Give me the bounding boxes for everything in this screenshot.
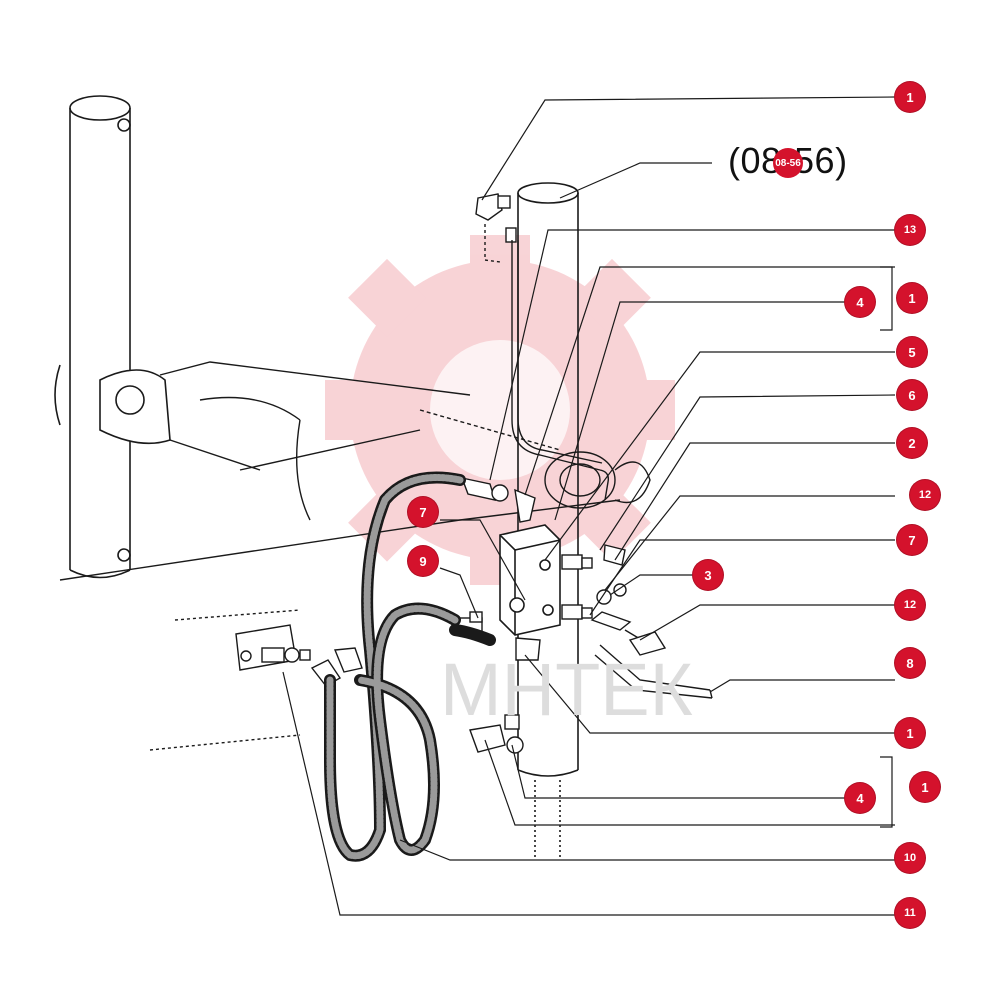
braided-hoses [324,471,496,862]
callout-6[interactable]: 6 [897,380,927,410]
boom-arm [59,361,621,751]
valve-block [499,524,561,636]
leader-lines [282,96,896,916]
callout-10[interactable]: 10 [895,843,925,873]
reference-badge[interactable]: 08-56 [773,148,803,178]
left-support-post [54,95,171,579]
callout-8[interactable]: 8 [895,648,925,678]
watermark-text: МНТЕК [440,648,693,731]
callout-1-top[interactable]: 1 [895,82,925,112]
callout-11[interactable]: 11 [895,898,925,928]
callout-1-middle[interactable]: 1 [895,718,925,748]
callout-7-right[interactable]: 7 [897,525,927,555]
accumulator-cylinder [544,451,651,509]
callout-2[interactable]: 2 [897,428,927,458]
callout-1-upper-bracket[interactable]: 1 [897,283,927,313]
callout-13[interactable]: 13 [895,215,925,245]
callout-3[interactable]: 3 [693,560,723,590]
callout-4-lower[interactable]: 4 [845,783,875,813]
callout-5[interactable]: 5 [897,337,927,367]
callout-7-left[interactable]: 7 [408,497,438,527]
callout-4-upper[interactable]: 4 [845,287,875,317]
callout-12-upper[interactable]: 12 [910,480,940,510]
center-support-post [517,182,579,860]
callout-1-lower-bracket[interactable]: 1 [910,772,940,802]
callout-9[interactable]: 9 [408,546,438,576]
callout-12-lower[interactable]: 12 [895,590,925,620]
